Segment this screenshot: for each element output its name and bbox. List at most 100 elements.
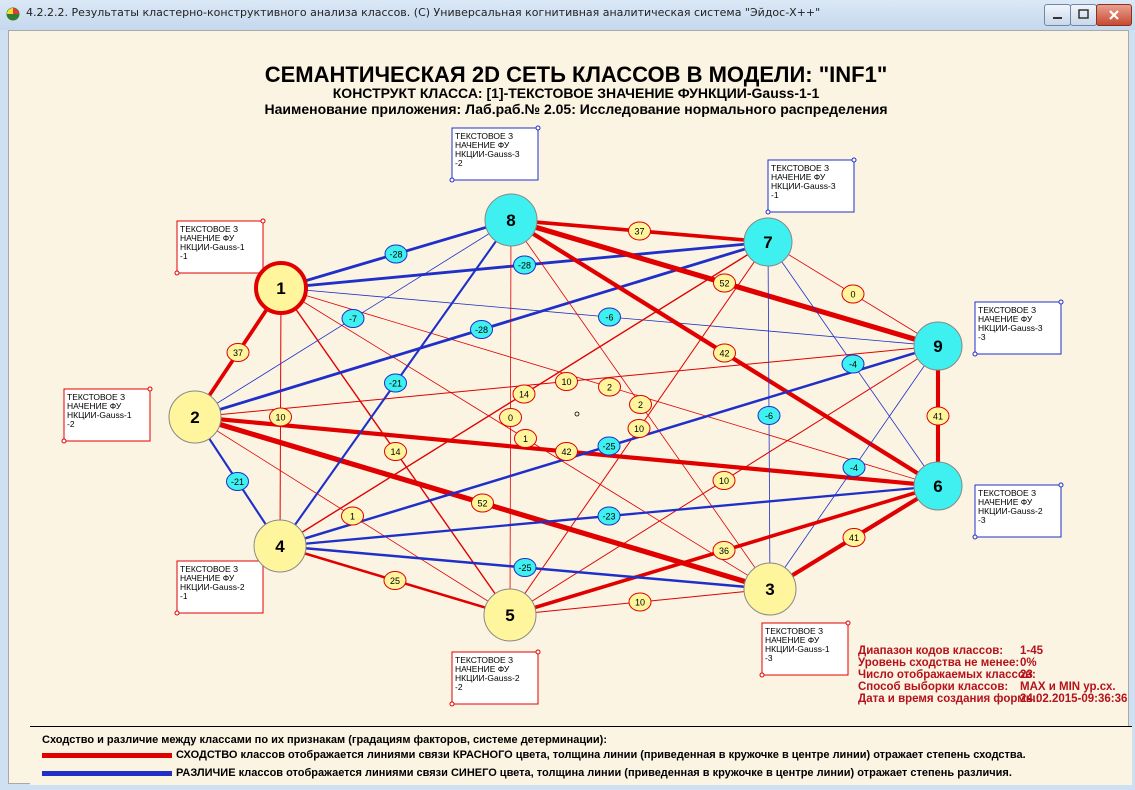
- edge-value-badge: [514, 429, 537, 448]
- edge-value-label: -21: [231, 477, 244, 487]
- edge-value-badge: [628, 592, 652, 612]
- node-caption-line: ТЕКСТОВОЕ З: [67, 392, 125, 402]
- node-caption-line: ТЕКСТОВОЕ З: [455, 131, 513, 141]
- caption-corner-dot: [535, 649, 541, 655]
- node-caption-box: [451, 127, 539, 181]
- class-node-label: 6: [933, 477, 942, 496]
- edge-value-badge: [627, 419, 651, 438]
- edge-value-badge: [598, 307, 621, 327]
- edge-value-label: 10: [634, 424, 644, 434]
- edge-value-badge: [384, 244, 408, 264]
- edge-value-label: -28: [475, 325, 488, 335]
- legend-heading: Сходство и различие между классами по их…: [42, 734, 608, 746]
- node-caption-line: НАЧЕНИЕ ФУ: [67, 401, 122, 411]
- edge-value-badge: [384, 442, 407, 461]
- edge-value-badge: [384, 373, 407, 393]
- caption-corner-dot: [765, 209, 771, 215]
- node-caption-line: НКЦИИ-Gauss-1: [180, 242, 245, 252]
- edge-value-badge: [842, 528, 866, 547]
- edge-value-badge: [712, 471, 736, 490]
- edge-value-badge: [512, 384, 536, 404]
- info-row: Уровень сходства не менее:0%: [858, 657, 1037, 669]
- class-node: [253, 519, 307, 573]
- edge-value-label: 10: [719, 476, 729, 486]
- edge-value-label: 52: [477, 499, 487, 509]
- edge-value-badge: [713, 273, 736, 293]
- node-caption-line: НКЦИИ-Gauss-2: [455, 673, 520, 683]
- class-node-label: 3: [765, 580, 774, 599]
- class-node-label: 9: [933, 337, 942, 356]
- window-title: 4.2.2.2. Результаты кластерно-конструкти…: [26, 6, 821, 19]
- edge-value-badge: [598, 377, 621, 397]
- edge-value-label: -23: [602, 512, 615, 522]
- class-node-label: 1: [276, 279, 285, 298]
- legend-red-text: СХОДСТВО классов отображается линиями св…: [176, 749, 1026, 761]
- class-node: [483, 588, 537, 642]
- node-caption-box: [767, 159, 855, 213]
- edge-value-badge: [757, 406, 781, 425]
- edge-value-badge: [555, 372, 578, 391]
- caption-corner-dot: [1058, 482, 1064, 488]
- edge-value-badge: [713, 343, 736, 363]
- node-caption-line: НКЦИИ-Gauss-2: [978, 506, 1043, 516]
- node-caption-line: ТЕКСТОВОЕ З: [455, 655, 513, 665]
- node-caption-line: НАЧЕНИЕ ФУ: [978, 497, 1033, 507]
- edge-value-label: 42: [719, 349, 729, 359]
- node-caption-line: ТЕКСТОВОЕ З: [180, 224, 238, 234]
- edge-value-label: 2: [638, 400, 643, 410]
- edge-value-label: 25: [390, 576, 400, 586]
- edge-value-badge: [841, 354, 865, 374]
- edge-value-label: -28: [389, 250, 402, 260]
- class-node-label: 8: [506, 211, 515, 230]
- edge-value-badge: [597, 436, 621, 456]
- class-node: [254, 261, 308, 315]
- edge-value-label: 1: [523, 434, 528, 444]
- node-caption-line: НКЦИИ-Gauss-2: [180, 582, 245, 592]
- legend-blue-line: [42, 771, 172, 776]
- node-caption-line: ТЕКСТОВОЕ З: [978, 305, 1036, 315]
- edge-value-badge: [926, 406, 950, 426]
- edge-value-badge: [471, 493, 494, 513]
- close-icon: [1109, 10, 1119, 20]
- node-caption-line: НАЧЕНИЕ ФУ: [771, 172, 826, 182]
- edge-value-label: -4: [850, 463, 858, 473]
- edge-value-label: 0: [508, 413, 513, 423]
- info-panel: Диапазон кодов классов:1-45 Уровень сход…: [858, 645, 1127, 705]
- info-row: Число отображаемых классов:23: [858, 669, 1036, 681]
- edge-value-label: 1: [350, 512, 355, 522]
- caption-corner-dot: [174, 610, 180, 616]
- class-node: [913, 321, 963, 371]
- edge-value-label: 41: [933, 412, 943, 422]
- edge-value-badge: [597, 506, 621, 526]
- edge-value-badge: [513, 255, 536, 275]
- app-icon: [6, 7, 20, 21]
- page-title: СЕМАНТИЧЕСКАЯ 2D СЕТЬ КЛАССОВ В МОДЕЛИ: …: [265, 62, 888, 87]
- class-node-label: 5: [505, 606, 514, 625]
- node-caption-line: НКЦИИ-Gauss-1: [67, 410, 132, 420]
- node-caption-line: -2: [455, 682, 463, 692]
- caption-corner-dot: [174, 270, 180, 276]
- close-button[interactable]: [1096, 4, 1132, 26]
- caption-corner-dot: [972, 351, 978, 357]
- legend-blue-text: РАЗЛИЧИЕ классов отображается линиями св…: [176, 767, 1012, 779]
- edge-value-label: -28: [518, 261, 531, 271]
- caption-corner-dot: [759, 672, 765, 678]
- node-caption-line: -3: [765, 653, 773, 663]
- edge-value-label: 36: [719, 546, 729, 556]
- legend: Сходство и различие между классами по их…: [30, 726, 1132, 785]
- edge-value-label: 37: [634, 227, 644, 237]
- center-marker: [574, 411, 580, 417]
- node-caption-line: НКЦИИ-Gauss-3: [978, 323, 1043, 333]
- node-caption-line: -3: [978, 515, 986, 525]
- caption-corner-dot: [1058, 299, 1064, 305]
- class-node: [168, 390, 222, 444]
- node-caption-line: НАЧЕНИЕ ФУ: [455, 664, 510, 674]
- edge-value-badge: [841, 284, 865, 304]
- edge-value-badge: [383, 571, 407, 590]
- caption-corner-dot: [449, 177, 455, 183]
- edge-value-badge: [555, 442, 578, 461]
- edge-value-badge: [629, 395, 652, 414]
- title-bar[interactable]: 4.2.2.2. Результаты кластерно-конструкти…: [0, 0, 1135, 30]
